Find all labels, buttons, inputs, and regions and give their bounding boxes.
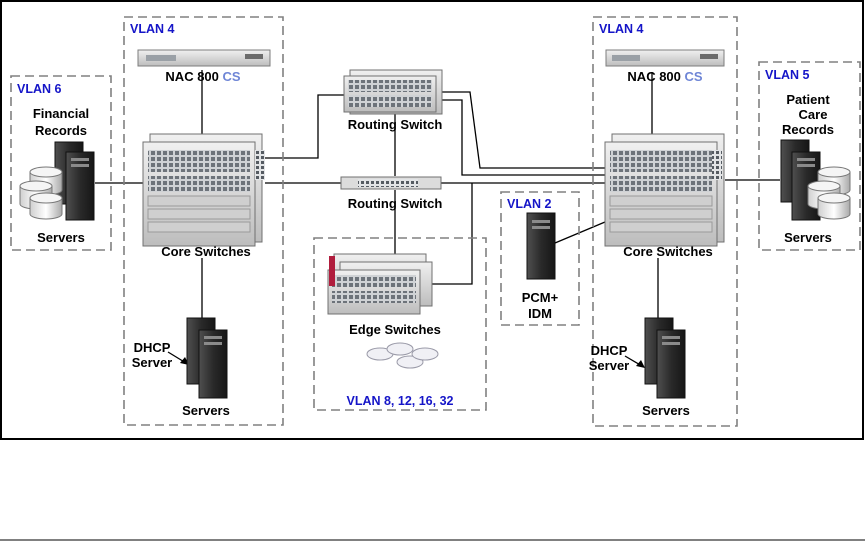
vlan2-label: VLAN 2 [507, 197, 552, 211]
vlan4-right-label: VLAN 4 [599, 22, 644, 36]
patient-care-line2: Care [799, 107, 828, 122]
routing-switch-top [343, 69, 443, 115]
diagram-frame [0, 0, 864, 440]
pcm-idm-server [526, 212, 556, 280]
core-switches-left-label: Core Switches [161, 244, 251, 259]
financial-records-line2: Records [35, 123, 87, 138]
nac-800-left-appliance [137, 49, 271, 67]
connection-lines [95, 70, 780, 368]
routing-switch-top-label: Routing Switch [348, 117, 443, 132]
vlan4-left-label: VLAN 4 [130, 22, 175, 36]
dhcp-servers-right [644, 317, 686, 399]
dhcp-right-line2: Server [589, 358, 629, 373]
patient-servers-label: Servers [784, 230, 832, 245]
financial-records-line1: Financial [33, 106, 89, 121]
patient-care-line1: Patient [786, 92, 830, 107]
core-switches-right-label: Core Switches [623, 244, 713, 259]
vlan2-box [500, 191, 580, 326]
patient-care-servers [780, 139, 851, 221]
vlan5-label: VLAN 5 [765, 68, 810, 82]
dhcp-left-line2: Server [132, 355, 172, 370]
nac-800-right-label: NAC 800 CS [627, 69, 702, 84]
core-switch-left [142, 133, 265, 247]
vlan4-right-box [592, 16, 738, 427]
edge-switches-label: Edge Switches [349, 322, 441, 337]
vlan-edge-label: VLAN 8, 12, 16, 32 [346, 394, 453, 408]
nac-left-cs: CS [223, 69, 241, 84]
routing-switch-middle [340, 176, 442, 190]
dhcp-left-line1: DHCP [134, 340, 171, 355]
dhcp-servers-right-label: Servers [642, 403, 690, 418]
wireless-access-points [366, 342, 439, 369]
vlan6-label: VLAN 6 [17, 82, 62, 96]
routing-switch-middle-label: Routing Switch [348, 196, 443, 211]
nac-800-right-appliance [605, 49, 725, 67]
pcm-line2: IDM [528, 306, 552, 321]
financial-servers-label: Servers [37, 230, 85, 245]
vlan6-box [10, 75, 112, 251]
vlan5-box [758, 61, 861, 251]
dhcp-servers-left [186, 317, 228, 399]
pcm-line1: PCM+ [522, 290, 559, 305]
financial-servers [19, 141, 95, 221]
core-switch-right [604, 133, 725, 247]
patient-care-line3: Records [782, 122, 834, 137]
vlan4-left-box [123, 16, 284, 426]
nac-800-left-label: NAC 800 CS [165, 69, 240, 84]
dhcp-right-line1: DHCP [591, 343, 628, 358]
nac-left-prefix: NAC 800 [165, 69, 222, 84]
dhcp-servers-left-label: Servers [182, 403, 230, 418]
edge-switches [327, 253, 433, 315]
edge-switches-box [313, 237, 487, 411]
nac-right-prefix: NAC 800 [627, 69, 684, 84]
nac-right-cs: CS [685, 69, 703, 84]
